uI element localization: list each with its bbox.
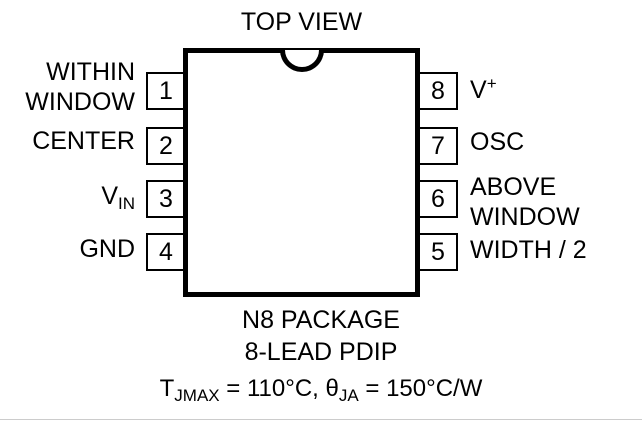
pin-number-1[interactable]: 1: [146, 72, 186, 110]
thermal-tj-subscript: JMAX: [174, 386, 220, 405]
caption-lead-type: 8-LEAD PDIP: [244, 338, 398, 366]
pin-label-v-plus: V+: [470, 74, 497, 107]
pin-label-within-window-line2: WINDOW: [25, 88, 135, 116]
pin-label-vin-base: V: [101, 182, 118, 210]
top-view-title: TOP VIEW: [240, 8, 363, 36]
package-notch-icon: [279, 50, 324, 72]
caption-package-name: N8 PACKAGE: [242, 306, 400, 334]
pin-number-7[interactable]: 7: [418, 127, 458, 165]
pin-number-6[interactable]: 6: [418, 180, 458, 218]
bottom-divider: [0, 419, 642, 420]
thermal-tj-value: = 110°C,: [219, 375, 326, 402]
thermal-tj-symbol: T: [159, 375, 175, 402]
thermal-theta-subscript: JA: [338, 386, 359, 405]
pin-label-gnd: GND: [79, 235, 135, 263]
pin-number-4[interactable]: 4: [146, 233, 186, 271]
caption-thermal-ratings: TJMAX = 110°C, θJA = 150°C/W: [0, 374, 642, 405]
pin-number-2[interactable]: 2: [146, 127, 186, 165]
pin-label-within-window: WITHIN WINDOW: [25, 57, 135, 117]
pin-label-within-window-line1: WITHIN: [46, 58, 135, 86]
thermal-theta-value: = 150°C/W: [358, 375, 483, 402]
pin-number-8[interactable]: 8: [418, 72, 458, 110]
pin-label-above-window-line1: ABOVE: [470, 173, 557, 201]
pin-label-vin-subscript: IN: [118, 194, 135, 213]
pin-number-3[interactable]: 3: [146, 180, 186, 218]
thermal-theta-symbol: θ: [325, 375, 339, 402]
pin-number-5[interactable]: 5: [418, 233, 458, 271]
pin-label-above-window: ABOVE WINDOW: [470, 172, 580, 232]
pin-label-osc: OSC: [470, 128, 525, 156]
pin-label-width-half: WIDTH / 2: [470, 236, 587, 264]
pin-label-vin: VIN: [101, 182, 135, 213]
pin-label-above-window-line2: WINDOW: [470, 203, 580, 231]
pin-label-center: CENTER: [32, 127, 135, 155]
package-body-outline: [183, 48, 420, 297]
pin-label-v-plus-base: V: [470, 76, 487, 104]
pin-label-v-plus-superscript: +: [486, 74, 497, 93]
